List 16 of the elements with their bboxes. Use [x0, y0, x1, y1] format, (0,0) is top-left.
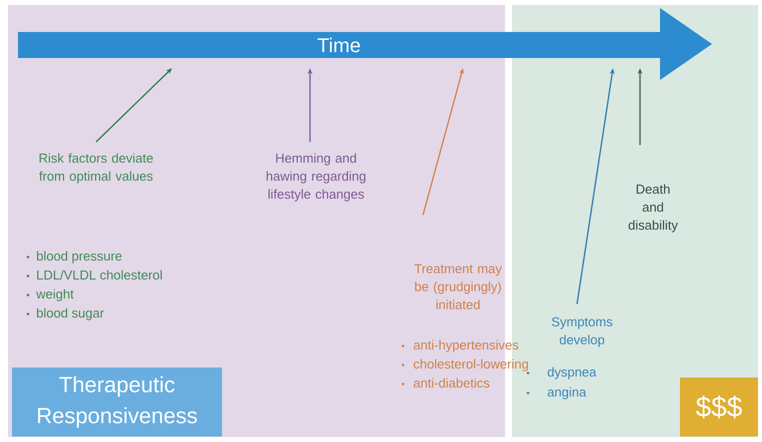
label-box: Therapeutic Responsiveness: [12, 368, 222, 436]
bullet-item: cholesterol-lowering: [402, 359, 528, 372]
annotation-text: Treatment may be (grudgingly) initiated: [414, 264, 502, 310]
bullet-item: weight: [26, 289, 74, 302]
bullet-item: blood pressure: [26, 251, 122, 264]
bullet-item: blood sugar: [26, 308, 104, 320]
annotation-text: Death and disability: [628, 184, 678, 232]
bullet-item: anti-diabetics: [402, 378, 490, 388]
bullet-item: anti-hypertensives: [402, 340, 518, 352]
bullet-item: angina: [526, 387, 586, 400]
bullet-item: LDL/VLDL cholesterol: [26, 270, 162, 280]
label-box: $$$: [680, 378, 758, 436]
annotation-text: Risk factors deviate from optimal values: [39, 153, 153, 184]
annotation-text: Hemming and hawing regarding lifestyle changes: [266, 153, 366, 202]
annotation-text: Symptoms develop: [552, 317, 612, 347]
bullet-item: dyspnea: [526, 367, 596, 380]
